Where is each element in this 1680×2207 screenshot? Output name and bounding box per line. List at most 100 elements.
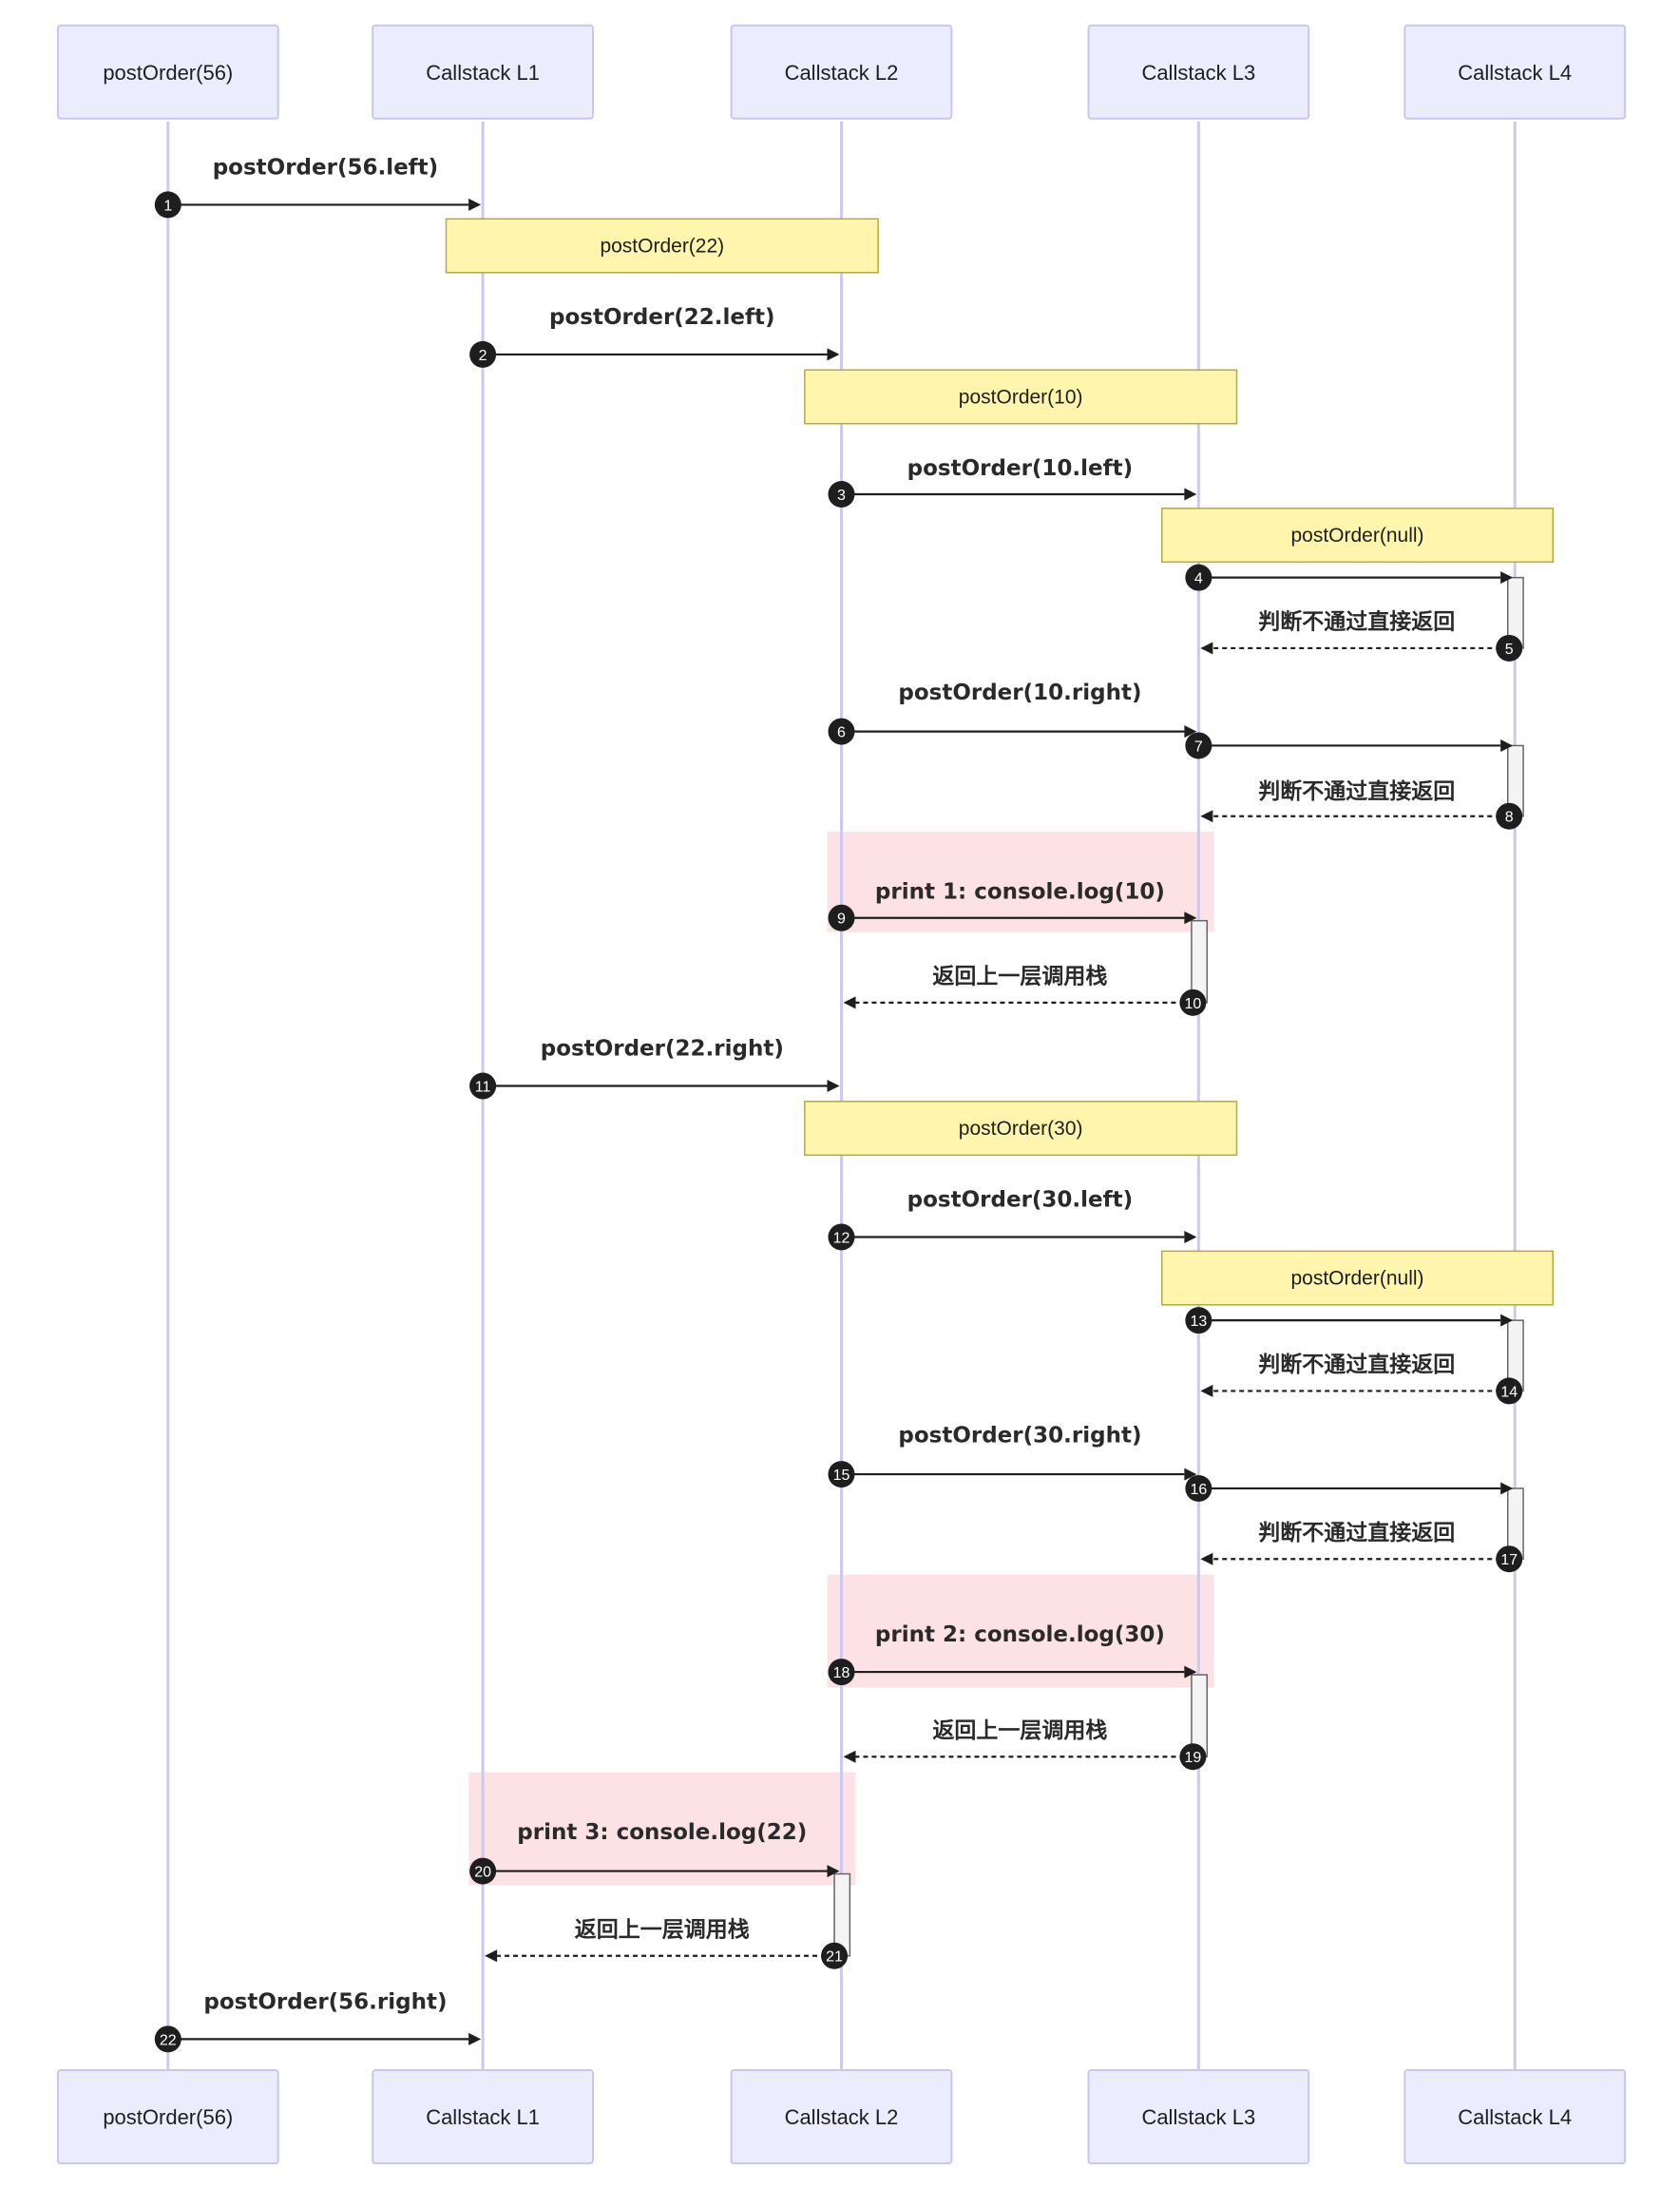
- sequence-number: 19: [1185, 1750, 1202, 1766]
- sequence-number: 22: [160, 2032, 177, 2048]
- print-highlight: [827, 832, 1214, 932]
- message-label: 判断不通过直接返回: [1258, 778, 1455, 804]
- sequence-number: 12: [833, 1230, 850, 1246]
- message-label: postOrder(30.right): [898, 1423, 1141, 1448]
- arrow-head: [1184, 725, 1197, 739]
- note-box: [445, 218, 879, 274]
- sequence-number: 16: [1190, 1482, 1207, 1498]
- participant-label: Callstack L3: [1141, 2105, 1255, 2129]
- participant-label: Callstack L4: [1458, 2105, 1572, 2129]
- sequence-number-badge: [1185, 1307, 1212, 1334]
- sequence-number-badge: [1496, 1377, 1523, 1405]
- sequence-number: 14: [1500, 1384, 1518, 1400]
- arrow-head: [468, 2032, 482, 2045]
- sequence-number: 13: [1190, 1314, 1207, 1330]
- participant-top: [730, 24, 953, 120]
- arrow-head: [1184, 488, 1197, 501]
- sequence-number-badge: [1496, 802, 1523, 830]
- participant-top: [1087, 24, 1310, 120]
- arrow-head: [1184, 1230, 1197, 1243]
- note-label: postOrder(30): [959, 1118, 1083, 1140]
- sequence-number-badge: [821, 1942, 849, 1969]
- message-label: postOrder(30.left): [907, 1187, 1134, 1212]
- sequence-number-badge: [154, 191, 181, 219]
- arrow-head: [843, 996, 856, 1009]
- message-label: 返回上一层调用栈: [575, 1917, 750, 1942]
- sequence-number-badge: [828, 1461, 855, 1488]
- sequence-number: 20: [474, 1865, 491, 1881]
- message-label: 判断不通过直接返回: [1258, 1352, 1455, 1377]
- participant-label: Callstack L1: [426, 61, 540, 85]
- participant-top: [372, 24, 594, 120]
- sequence-number: 1: [163, 198, 172, 214]
- note-label: postOrder(22): [600, 236, 724, 258]
- note-box: [1160, 508, 1555, 564]
- sequence-number-badge: [1179, 1743, 1207, 1771]
- sequence-number-badge: [1185, 564, 1212, 591]
- arrow-head: [1200, 1384, 1213, 1397]
- sequence-number-badge: [828, 718, 855, 745]
- print-highlight: [468, 1772, 856, 1886]
- arrow-head: [827, 1080, 840, 1093]
- sequence-number: 18: [833, 1665, 850, 1681]
- sequence-number-badge: [828, 1659, 855, 1686]
- arrow-head: [485, 1949, 498, 1963]
- arrow-head: [1184, 1468, 1197, 1481]
- participant-label: postOrder(56): [103, 2105, 233, 2129]
- note-label: postOrder(10): [959, 386, 1083, 408]
- participant-label: Callstack L2: [785, 61, 899, 85]
- message-label: postOrder(56.right): [203, 1989, 447, 2014]
- note-label: postOrder(null): [1290, 1268, 1423, 1290]
- message-label: postOrder(22.right): [541, 1036, 784, 1061]
- arrow-head: [1200, 1552, 1213, 1565]
- arrow-head: [1500, 571, 1514, 585]
- message-label: print 3: console.log(22): [517, 1820, 807, 1845]
- participant-top: [56, 24, 279, 120]
- note-box: [1160, 1250, 1555, 1306]
- sequence-number: 9: [837, 912, 846, 928]
- participant-top: [1403, 24, 1627, 120]
- arrow-head: [843, 1750, 856, 1763]
- arrow-head: [1500, 1314, 1514, 1327]
- arrow-head: [827, 1865, 840, 1878]
- sequence-number: 10: [1185, 996, 1202, 1012]
- sequence-number: 15: [833, 1468, 850, 1484]
- sequence-number: 5: [1505, 642, 1514, 658]
- participant-label: Callstack L4: [1458, 61, 1572, 85]
- message-label: 判断不通过直接返回: [1258, 1520, 1455, 1545]
- print-highlight: [827, 1574, 1214, 1688]
- message-label: postOrder(10.left): [907, 456, 1134, 481]
- sequence-number: 7: [1194, 739, 1203, 755]
- sequence-number-badge: [828, 481, 855, 508]
- participant-label: postOrder(56): [103, 61, 233, 85]
- message-label: 判断不通过直接返回: [1258, 609, 1455, 635]
- arrow-head: [1500, 739, 1514, 752]
- sequence-number-badge: [828, 1223, 855, 1251]
- sequence-number-badge: [469, 340, 497, 368]
- arrow-head: [827, 348, 840, 361]
- arrow-head: [1500, 1482, 1514, 1495]
- participant-bottom: [730, 2069, 953, 2165]
- note-label: postOrder(null): [1290, 525, 1423, 547]
- sequence-number: 4: [1194, 571, 1203, 587]
- sequence-number: 8: [1505, 810, 1514, 826]
- sequence-number-badge: [828, 904, 855, 931]
- sequence-number: 6: [837, 725, 846, 741]
- sequence-number-badge: [154, 2025, 181, 2053]
- sequence-number: 21: [826, 1949, 843, 1966]
- sequence-number-badge: [469, 1072, 497, 1100]
- participant-label: Callstack L3: [1141, 61, 1255, 85]
- message-label: 返回上一层调用栈: [932, 965, 1107, 989]
- note-box: [804, 1101, 1238, 1157]
- participant-bottom: [56, 2069, 279, 2165]
- sequence-number-badge: [1179, 988, 1207, 1016]
- arrow-head: [1184, 1665, 1197, 1679]
- message-label: postOrder(22.left): [549, 305, 775, 330]
- sequence-number-badge: [1496, 1545, 1523, 1573]
- message-label: postOrder(56.left): [213, 155, 439, 180]
- sequence-number: 3: [837, 488, 846, 504]
- arrow-head: [1200, 810, 1213, 823]
- sequence-number: 17: [1500, 1552, 1518, 1568]
- sequence-number-badge: [1185, 1474, 1212, 1502]
